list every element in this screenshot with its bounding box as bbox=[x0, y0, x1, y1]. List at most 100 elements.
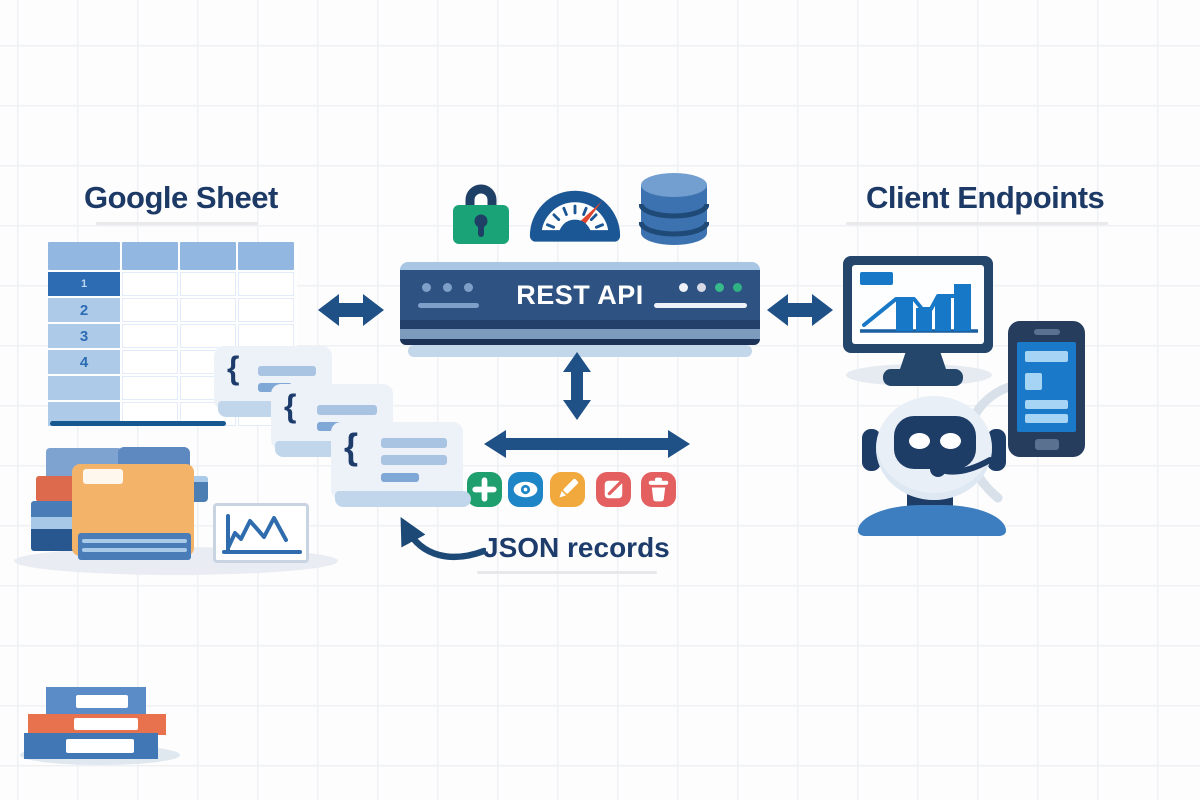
google-sheet-title: Google Sheet bbox=[84, 180, 278, 215]
database-icon bbox=[639, 173, 709, 245]
phone-ui-bar bbox=[1025, 351, 1068, 362]
book-spine-dark-blue bbox=[24, 733, 158, 759]
sheet-cell bbox=[122, 350, 178, 374]
status-dot bbox=[715, 283, 724, 292]
monitor-illustration bbox=[843, 256, 993, 353]
robot-eye-right bbox=[940, 433, 961, 449]
spreadsheet-illustration: 1 2 3 4 bbox=[48, 242, 297, 426]
monitor-stand-base bbox=[883, 369, 963, 386]
view-icon bbox=[508, 472, 543, 507]
book-label bbox=[66, 739, 134, 753]
book-spine-blue bbox=[46, 687, 146, 716]
status-dot bbox=[443, 283, 452, 292]
json-records-underline bbox=[477, 571, 657, 574]
google-sheet-underline bbox=[96, 222, 258, 225]
sheet-row-label: 4 bbox=[48, 350, 120, 374]
sheet-header-cell bbox=[180, 242, 236, 270]
sheet-cell bbox=[122, 272, 178, 296]
client-endpoints-title: Client Endpoints bbox=[866, 180, 1105, 215]
phone-screen bbox=[1017, 342, 1076, 432]
edit-note-icon bbox=[596, 472, 631, 507]
server-vent-line-left bbox=[418, 303, 479, 308]
front-binder bbox=[78, 533, 191, 560]
status-dot bbox=[464, 283, 473, 292]
phone-ui-square bbox=[1025, 373, 1042, 390]
robot-eye-left bbox=[909, 433, 930, 449]
robot-visor bbox=[894, 416, 976, 469]
book-label bbox=[76, 695, 128, 708]
server-status-dots-right bbox=[679, 283, 742, 292]
line-chart-card bbox=[213, 503, 309, 563]
screen-header-chip bbox=[860, 272, 893, 285]
arrow-api-to-client bbox=[767, 294, 833, 326]
trash-glyph bbox=[648, 477, 669, 502]
edit-pencil-icon bbox=[550, 472, 585, 507]
curved-pointer-arrow bbox=[400, 516, 486, 561]
sheet-cell bbox=[180, 272, 236, 296]
rest-api-server: REST API bbox=[400, 262, 760, 357]
sheet-row-label: 2 bbox=[48, 298, 120, 322]
sheet-cell bbox=[238, 272, 294, 296]
arrow-sheet-to-api bbox=[318, 294, 384, 326]
monitor-screen bbox=[852, 265, 984, 344]
json-line bbox=[381, 473, 419, 482]
book-label bbox=[74, 718, 138, 730]
server-vent-line-right bbox=[654, 303, 747, 308]
binder-line bbox=[82, 548, 187, 552]
delete-icon bbox=[641, 472, 676, 507]
json-line bbox=[381, 455, 447, 465]
status-dot bbox=[679, 283, 688, 292]
monitor-stand-neck bbox=[899, 352, 947, 372]
status-dot bbox=[733, 283, 742, 292]
note-pen-glyph bbox=[604, 480, 623, 499]
sheet-cell bbox=[180, 298, 236, 322]
lock-icon bbox=[453, 184, 509, 244]
server-status-dots-left bbox=[422, 283, 473, 292]
phone-ui-bar bbox=[1025, 400, 1068, 409]
json-records-label: JSON records bbox=[483, 532, 670, 563]
book-spine-orange bbox=[28, 714, 166, 735]
server-bottom-edge bbox=[400, 339, 760, 345]
binder-line bbox=[82, 539, 187, 543]
server-band-dark bbox=[400, 320, 760, 329]
sheet-header-cell bbox=[48, 242, 120, 270]
sheet-cell bbox=[238, 298, 294, 322]
add-icon bbox=[467, 472, 502, 507]
server-body: REST API bbox=[400, 270, 760, 320]
server-top-strip bbox=[400, 262, 760, 270]
json-line bbox=[381, 438, 447, 448]
line-chart-icon bbox=[222, 514, 302, 554]
sheet-cell bbox=[238, 324, 294, 348]
pencil-glyph bbox=[559, 478, 579, 498]
sheet-cell bbox=[122, 298, 178, 322]
server-band-steel bbox=[400, 329, 760, 339]
brace-glyph: { bbox=[284, 388, 297, 424]
json-line bbox=[258, 366, 316, 376]
json-line bbox=[317, 405, 377, 415]
robot-headset-mic bbox=[930, 457, 993, 477]
sheet-cell bbox=[122, 324, 178, 348]
arrow-crud-span bbox=[484, 430, 690, 458]
phone-home-button bbox=[1034, 439, 1059, 450]
bar-chart-icon bbox=[860, 284, 978, 333]
server-base-shadow bbox=[408, 345, 752, 357]
sheet-header-cell bbox=[238, 242, 294, 270]
phone-ui-bar bbox=[1025, 414, 1068, 423]
arrow-api-to-json bbox=[563, 352, 591, 420]
sheet-row-label bbox=[48, 376, 120, 400]
status-dot bbox=[697, 283, 706, 292]
json-record-card: { bbox=[331, 422, 471, 507]
sheet-cell bbox=[122, 376, 178, 400]
client-endpoints-underline bbox=[846, 222, 1108, 225]
rest-api-label: REST API bbox=[516, 280, 644, 310]
phone-speaker bbox=[1033, 329, 1060, 335]
sheet-row-label: 3 bbox=[48, 324, 120, 348]
robot-shoulders bbox=[858, 505, 1006, 536]
folder-tab bbox=[83, 469, 123, 484]
status-dot bbox=[422, 283, 431, 292]
speedometer-icon bbox=[529, 190, 621, 242]
sheet-cell bbox=[180, 324, 236, 348]
brace-glyph: { bbox=[227, 350, 240, 386]
eye-glyph bbox=[513, 481, 538, 498]
